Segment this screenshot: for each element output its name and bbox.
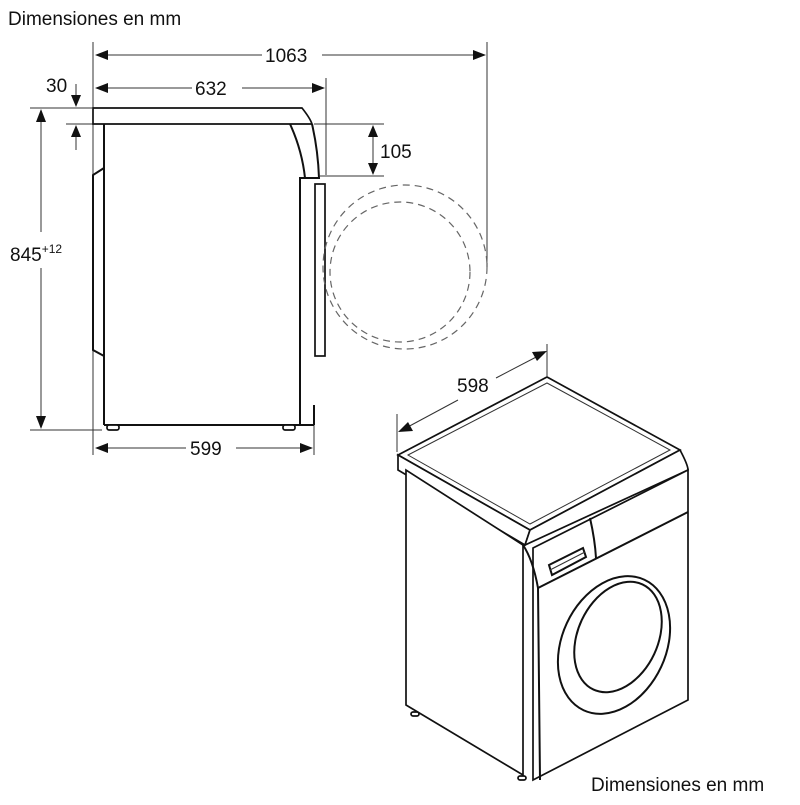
arrow-left-icon: [95, 83, 108, 93]
worktop: [92, 107, 314, 125]
side-view: 1063 632 30 845+12 105 599: [10, 42, 488, 460]
door-open-inner-dashed: [329, 201, 471, 343]
front-panel-outer: [305, 123, 321, 179]
rear-bulge: [92, 167, 105, 357]
iso-control-divider: [537, 511, 689, 589]
arrow-right-icon: [532, 351, 547, 361]
title-bottom-right: Dimensiones en mm: [591, 775, 764, 796]
arrow-right-icon: [473, 50, 486, 60]
arrow-up-icon: [36, 109, 46, 122]
arrow-down-icon: [36, 416, 46, 429]
dim-105: 105: [380, 142, 412, 163]
arrow-down-icon: [368, 163, 378, 175]
iso-door-inner: [573, 580, 663, 694]
iso-display-icon: [547, 546, 588, 577]
dim-845-tolerance: +12: [42, 242, 63, 256]
arrow-left-icon: [95, 50, 108, 60]
arrow-right-icon: [300, 443, 313, 453]
iso-control-seam: [589, 517, 597, 559]
iso-side-panel: [405, 468, 524, 777]
arrow-left-icon: [398, 422, 413, 432]
arrow-down-icon: [71, 95, 81, 107]
title-top-left: Dimensiones en mm: [8, 9, 181, 30]
arrow-up-icon: [368, 125, 378, 137]
dim-599: 599: [190, 439, 222, 460]
dim-632: 632: [195, 79, 227, 100]
dim-line-598-left: [403, 399, 459, 430]
arrow-up-icon: [71, 125, 81, 137]
iso-worktop-inset: [406, 382, 672, 525]
iso-view: 598: [396, 344, 689, 782]
iso-display-line: [549, 551, 586, 571]
door-closed-profile: [314, 183, 326, 357]
iso-door-outer: [556, 575, 672, 715]
foot-rear: [106, 424, 120, 431]
arrow-right-icon: [312, 83, 325, 93]
dim-598: 598: [457, 376, 489, 397]
dim-30: 30: [46, 76, 67, 97]
dim-845-value: 845: [10, 245, 42, 266]
foot-front: [282, 424, 296, 431]
arrow-left-icon: [95, 443, 108, 453]
dim-1063: 1063: [265, 46, 307, 67]
dim-line-598-right: [495, 353, 543, 379]
iso-foot-left: [410, 711, 420, 717]
iso-foot-front: [517, 775, 527, 781]
front-panel-curve: [289, 123, 307, 425]
door-open-outer-dashed: [322, 184, 488, 350]
dim-845: 845+12: [10, 242, 62, 266]
